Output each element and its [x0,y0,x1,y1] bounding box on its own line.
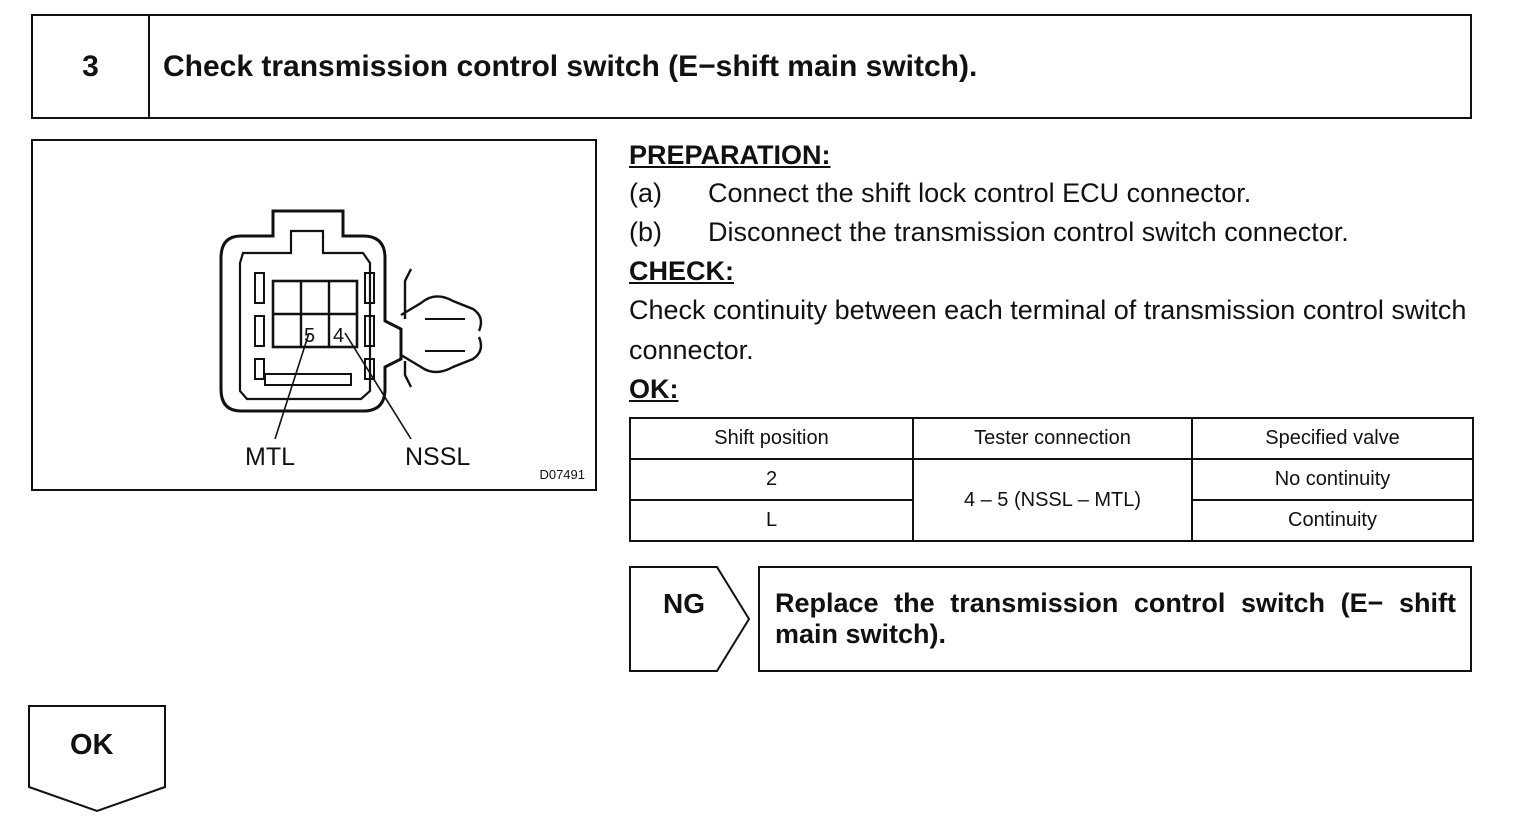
ok-heading: OK: [629,374,679,404]
header-shift-position: Shift position [629,417,914,460]
ng-arrow-box: NG [629,566,751,672]
step-title: Check transmission control switch (E−shi… [163,49,978,83]
procedure-text: PREPARATION: (a) Connect the shift lock … [629,136,1479,408]
ok-label: OK [70,729,114,761]
specified-value-cell: No continuity [1191,458,1474,501]
terminal-4-label: 4 [333,325,345,347]
shift-position-cell: L [629,499,914,542]
check-heading: CHECK: [629,256,734,286]
ng-arrow-shape [629,566,751,672]
check-text: Check continuity between each terminal o… [629,295,1467,365]
connector-drawing [219,209,483,440]
step-header: 3 Check transmission control switch (E−s… [31,14,1472,119]
step-text: Disconnect the transmission control swit… [708,217,1349,247]
specified-value-cell: Continuity [1191,499,1474,542]
specification-table: Shift position Tester connection Specifi… [629,417,1474,542]
step-key: (a) [629,178,662,208]
table-row: L Continuity [629,499,1474,542]
preparation-heading: PREPARATION: [629,140,831,170]
ng-label: NG [663,588,705,619]
tester-connection-cell: 4 – 5 (NSSL – MTL) [912,458,1193,542]
preparation-step: (b) Disconnect the transmission control … [629,213,1479,252]
header-tester-connection: Tester connection [912,417,1193,460]
ng-action: Replace the transmission control switch … [758,566,1472,672]
nssl-label: NSSL [405,443,471,471]
step-key: (b) [629,217,662,247]
terminal-5-label: 5 [304,325,316,347]
figure-code: D07491 [539,467,585,482]
connector-illustration: 5 4 MTL NSSL D07491 [31,139,597,491]
step-text: Connect the shift lock control ECU conne… [708,178,1252,208]
table-row: 2 4 – 5 (NSSL – MTL) No continuity [629,458,1474,542]
shift-position-cell: 2 [629,458,914,501]
header-specified-value: Specified valve [1191,417,1474,460]
table-header-row: Shift position Tester connection Specifi… [629,417,1474,460]
ok-arrow-box: OK [28,705,168,813]
preparation-step: (a) Connect the shift lock control ECU c… [629,174,1479,213]
step-number: 3 [33,16,150,117]
mtl-label: MTL [245,443,295,471]
ok-arrow-shape [28,705,166,813]
